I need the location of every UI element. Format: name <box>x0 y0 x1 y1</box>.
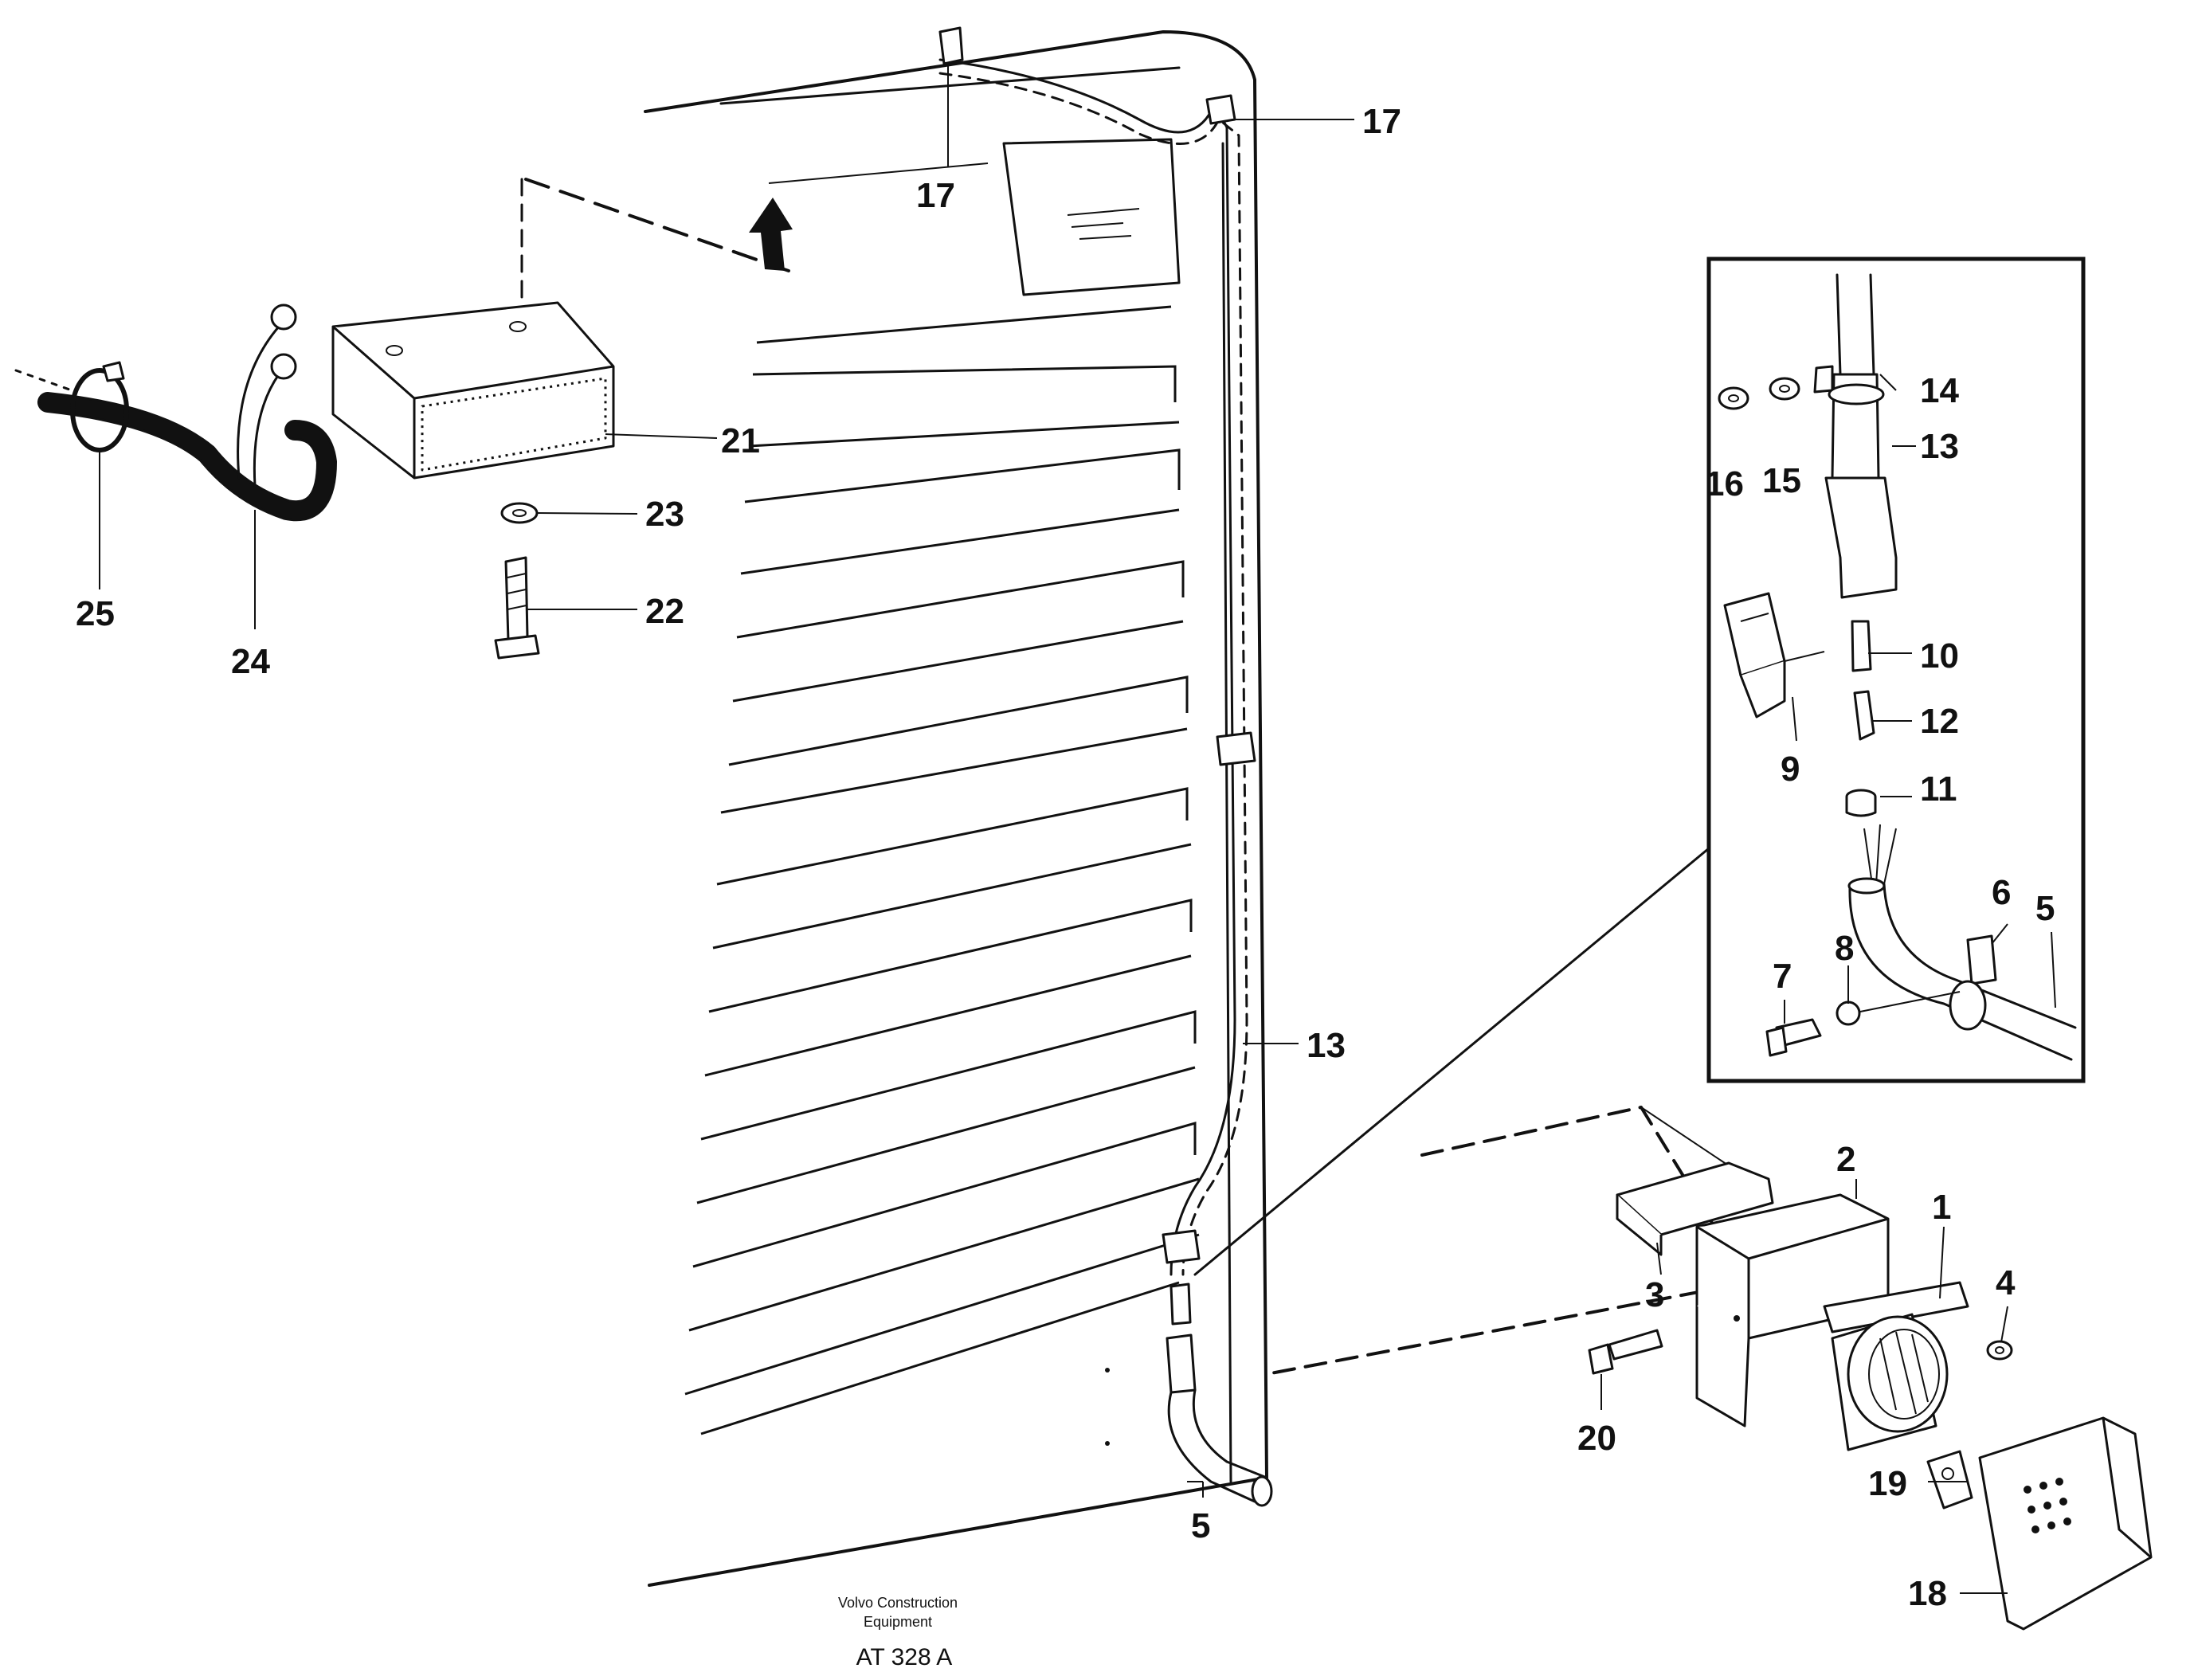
callout-9: 9 <box>1781 750 1800 789</box>
callout-3: 3 <box>1645 1275 1664 1314</box>
callout-8: 8 <box>1835 929 1854 968</box>
cab-side-panel <box>644 30 1268 1587</box>
cable-harness <box>938 26 1273 1507</box>
callout-23: 23 <box>645 495 684 534</box>
bolt-icon <box>494 556 540 660</box>
callout-14: 14 <box>1920 371 1959 410</box>
callout-7: 7 <box>1773 957 1792 996</box>
callout-4: 4 <box>1996 1263 2016 1302</box>
callout-12: 12 <box>1920 702 1959 741</box>
callout-11: 11 <box>1920 770 1957 809</box>
ground-cable <box>14 303 337 522</box>
callout-2: 2 <box>1836 1140 1855 1179</box>
callout-5-main: 5 <box>1191 1506 1210 1545</box>
lamp-box <box>331 178 790 480</box>
callout-16: 16 <box>1705 464 1744 503</box>
callout-5-inset: 5 <box>2035 889 2055 928</box>
figure-credit: Volvo Construction Equipment AT 328 A <box>838 1595 958 1670</box>
callout-22: 22 <box>645 592 684 631</box>
publisher-line-1: Volvo Construction <box>838 1595 958 1611</box>
leader-lines <box>99 64 2056 1594</box>
callout-19: 19 <box>1868 1464 1907 1503</box>
callout-13-main: 13 <box>1307 1026 1346 1065</box>
backup-alarm-assembly <box>1265 1106 2153 1631</box>
callout-15: 15 <box>1762 461 1801 500</box>
callout-13-inset: 13 <box>1920 427 1959 466</box>
callout-25: 25 <box>76 594 115 633</box>
callout-18: 18 <box>1908 1574 1947 1613</box>
callout-10: 10 <box>1920 636 1959 676</box>
callout-20: 20 <box>1577 1419 1616 1458</box>
callout-17-right: 17 <box>1362 102 1401 141</box>
callout-24: 24 <box>231 642 270 681</box>
publisher-line-2: Equipment <box>864 1614 932 1630</box>
washer-23 <box>500 502 539 524</box>
callout-labels: 17 17 21 23 22 24 25 13 5 14 13 15 16 10… <box>76 102 2055 1613</box>
callout-21: 21 <box>721 421 760 460</box>
callout-6: 6 <box>1992 873 2011 912</box>
detail-inset <box>1193 257 2086 1276</box>
callout-1: 1 <box>1932 1188 1951 1227</box>
callout-17-top: 17 <box>916 176 955 215</box>
up-arrow-icon <box>749 198 793 271</box>
grille-louvres <box>684 305 1200 1435</box>
figure-code: AT 328 A <box>856 1644 953 1670</box>
